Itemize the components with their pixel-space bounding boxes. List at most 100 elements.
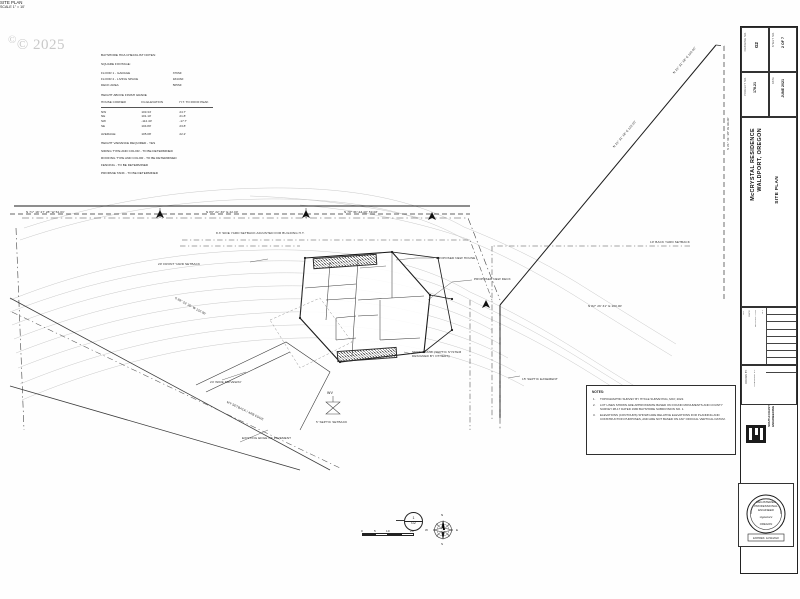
svg-text:ENGINEER: ENGINEER bbox=[758, 508, 775, 512]
sheet-title: SITE PLAN bbox=[775, 176, 780, 204]
rev-header-date: DATE bbox=[749, 310, 751, 317]
average-table: AVERAGE 105.08' 22.2' bbox=[101, 131, 213, 136]
revision-rows bbox=[766, 308, 796, 373]
sheet-no-cell: SHEET NO. 2 OF 7 bbox=[769, 27, 797, 72]
checked-by-label: CHECKED BY: bbox=[754, 369, 756, 387]
revision-row bbox=[766, 351, 796, 359]
note-item: 3.ELEVATIONS (CONTOURS) SHOWN ARE RELATI… bbox=[593, 413, 726, 422]
area-row: FLOOR 2 - LIVING SPACE 1844SF bbox=[101, 76, 184, 81]
firm-name: SOUTH COAST ENGINEERING bbox=[767, 405, 775, 427]
firm-logo-mark bbox=[746, 425, 766, 443]
title-block: DRAWING NO. G2 SHEET NO. 2 OF 7 PROJECT … bbox=[738, 26, 798, 574]
scale-value: SCALE 1" = 10' bbox=[0, 5, 25, 9]
detail-bubble: 1 G2 bbox=[404, 512, 423, 531]
label-septic-easement: 15' SEPTIC EASEMENT bbox=[522, 377, 558, 381]
compass-north-label: N bbox=[441, 513, 444, 517]
revision-row bbox=[766, 344, 796, 352]
project-location: WALDPORT, OREGON bbox=[757, 128, 763, 192]
label-edge-of-pavement: EXISTING EDGE OF PAVEMENT bbox=[242, 436, 292, 440]
hoa-bullet: PROPANE TANK - TO BE DETERMINED bbox=[101, 170, 158, 175]
revision-row bbox=[766, 308, 796, 316]
revision-divider bbox=[766, 308, 767, 364]
bearing-north-top: N 21° 31' 18" E 110.00' bbox=[672, 45, 697, 75]
label-septic-tank: SEPTIC TANK (SEPTIC SYSTEM DESIGNED BY O… bbox=[412, 350, 462, 359]
table-row: NE 101.10' 21.8' bbox=[101, 114, 186, 119]
notes-title: NOTES: bbox=[592, 390, 605, 394]
table-row: SW -112.40' -17.7' bbox=[101, 119, 187, 124]
bearing-left-lower: S 88° 23' 36" W 122.00' bbox=[174, 296, 207, 316]
house-wall-hatch-north bbox=[312, 253, 378, 270]
svg-text:EXPIRES: 12/31/2022: EXPIRES: 12/31/2022 bbox=[753, 536, 779, 540]
scale-leader-line bbox=[396, 520, 405, 521]
compass-icon bbox=[432, 520, 454, 540]
svg-text:PROFESSIONAL: PROFESSIONAL bbox=[754, 504, 778, 508]
bubble-sheet: G2 bbox=[411, 521, 416, 525]
label-septic-setback: 5' SEPTIC SETBACK bbox=[316, 420, 348, 424]
revision-block: NO. DATE DESCRIPTION BY bbox=[741, 307, 797, 373]
drawing-no-label: DRAWING NO. bbox=[744, 32, 747, 52]
scale-tick-20: 20 bbox=[410, 529, 414, 533]
engineer-seal-icon: REGISTERED PROFESSIONAL ENGINEER signatu… bbox=[746, 494, 786, 542]
label-mv-setback: MV SETBACK / ARB EDGE bbox=[226, 400, 265, 422]
graphic-scale-bar bbox=[362, 533, 414, 538]
label-proposed-deck: PROPOSED NEW DECK bbox=[474, 277, 511, 281]
label-front-setback: 20' FRONT YARD SETBACK bbox=[158, 262, 201, 266]
hoa-bullet: HEIGHT VARIANCE REQUIRED - YES bbox=[101, 141, 156, 146]
sheet-no-label: SHEET NO. bbox=[772, 32, 775, 48]
revision-row bbox=[766, 366, 796, 373]
table-header-row: HOUSE CORNER FG ELEVATION H.T. TO ROOF P… bbox=[101, 100, 209, 105]
area-row: DECK AREA 505SF bbox=[101, 82, 182, 87]
house-wall-hatch-south bbox=[336, 346, 398, 363]
height-above-grade-label: HEIGHT ABOVE FINISH GRADE bbox=[101, 93, 147, 98]
rev-header-desc: DESCRIPTION bbox=[755, 310, 757, 328]
firm-logo-block: SOUTH COAST ENGINEERING bbox=[742, 403, 796, 449]
copyright-watermark: ©© 2025© 2025 bbox=[8, 34, 66, 53]
hoa-title: BAYSHORE HOA CHECKLIST NOTES: bbox=[101, 53, 156, 57]
revision-row bbox=[766, 337, 796, 344]
square-footage-label: SQUARE FOOTAGE: bbox=[101, 62, 131, 67]
compass-west-label: W bbox=[425, 528, 429, 532]
height-table-body: NW 103.34' 24.7' NE 101.10' 21.8' SW -11… bbox=[101, 109, 213, 128]
drawn-checked-cell: DRAWN BY: CHECKED BY: bbox=[741, 365, 797, 405]
bearing-north-top2: N 21° 31' 18" E 122.00' bbox=[612, 119, 638, 149]
svg-text:signature: signature bbox=[760, 515, 773, 519]
note-item: 2.LOT LINES SHOWN ARE APPROXIMATE BASED … bbox=[593, 402, 723, 412]
north-arrow-compass: N S E W bbox=[425, 513, 459, 546]
compass-east-label: E bbox=[456, 528, 459, 532]
label-back-setback: 10' BACK YARD SETBACK bbox=[650, 240, 690, 244]
hoa-bullet: FENCING - TO BE DETERMINED bbox=[101, 163, 149, 168]
drawing-no-value: G2 bbox=[754, 42, 759, 49]
general-notes-box: NOTES: 1.TOPOGRAPHIC SURVEY BY HYKLE SUR… bbox=[586, 385, 736, 455]
hoa-bullet: SIDING TYPE AND COLOR - TO BE DETERMINED bbox=[101, 148, 173, 153]
bearing-top-left: N 71° 18' 27' 28" W 54.03' bbox=[26, 210, 65, 214]
bearing-mid-right: N 78° 41' 43.40" 59.08' bbox=[344, 210, 378, 214]
label-driveway: 24' WIDE DRIVEWAY bbox=[210, 380, 242, 384]
project-title: McCRYSTAL RESIDENCE bbox=[750, 128, 756, 201]
date-value: JUNE 2021 bbox=[781, 79, 785, 98]
table-row: SE 104.80' 23.8' bbox=[101, 123, 186, 128]
bearing-mid-left: N 89° 22' 30" E 22.00' bbox=[206, 210, 239, 214]
revision-row bbox=[766, 358, 796, 366]
scale-tick-0: 0 bbox=[361, 529, 363, 533]
scale-title: SITE PLAN bbox=[0, 0, 23, 5]
table-rule bbox=[101, 106, 213, 108]
rev-header-no: NO. bbox=[743, 310, 745, 315]
average-row: AVERAGE 105.08' 22.2' bbox=[101, 131, 186, 136]
rev-header-by: BY bbox=[762, 310, 764, 314]
drawn-by-label: DRAWN BY: bbox=[746, 369, 748, 384]
hoa-checklist-notes: BAYSHORE HOA CHECKLIST NOTES: SQUARE FOO… bbox=[101, 52, 213, 177]
hoa-bullet: ROOFING TYPE AND COLOR - TO BE DETERMINE… bbox=[101, 155, 177, 160]
scale-segment bbox=[388, 533, 401, 537]
scale-segment bbox=[375, 533, 388, 537]
bearing-right-side: S 21° 31' 18" W 96.00' bbox=[726, 116, 730, 150]
drawing-no-cell: DRAWING NO. G2 bbox=[741, 27, 769, 72]
svg-text:OREGON: OREGON bbox=[760, 522, 772, 526]
project-no-value: 178.21 bbox=[753, 82, 757, 93]
engineer-stamp: REGISTERED PROFESSIONAL ENGINEER signatu… bbox=[738, 483, 794, 547]
date-cell: DATE JUNE 2021 bbox=[769, 72, 797, 117]
date-label: DATE bbox=[772, 77, 775, 85]
scale-segment bbox=[362, 533, 375, 537]
scale-block: SITE PLAN SCALE 1" = 10' 1 G2 0 5 10 20 bbox=[0, 0, 800, 537]
revision-row bbox=[766, 315, 796, 323]
